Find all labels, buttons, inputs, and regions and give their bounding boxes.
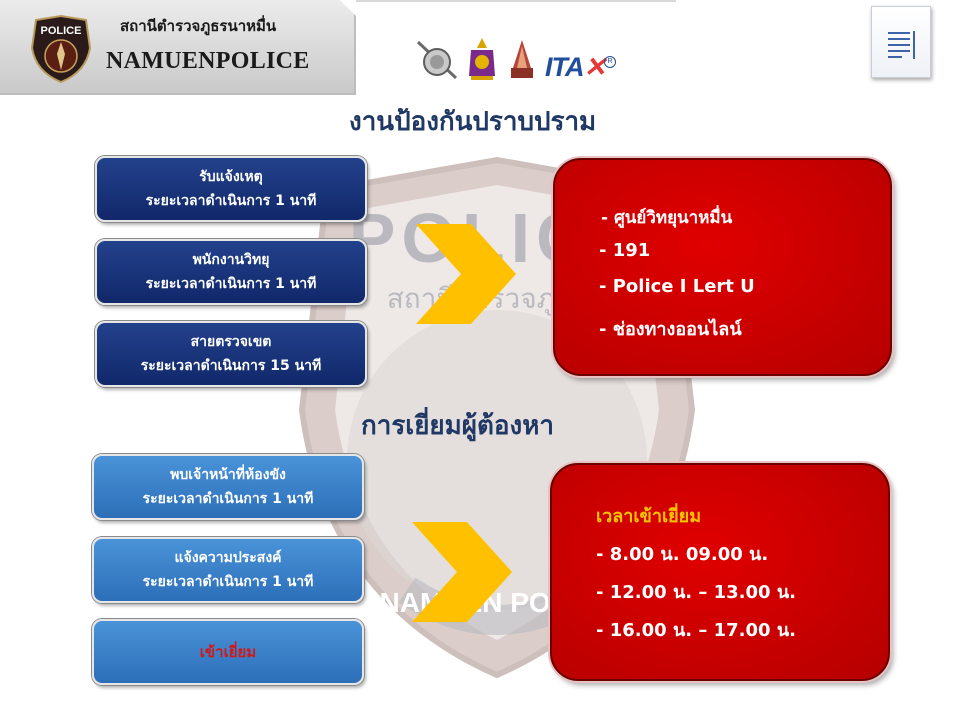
section1-title: งานป้องกันปราบปราม <box>349 107 597 137</box>
step-time: ระยะเวลาดำเนินการ 1 นาที <box>142 574 314 590</box>
section1-step-patrol[interactable]: สายตรวจเขต ระยะเวลาดำเนินการ 15 นาที <box>95 321 367 387</box>
section2-step-visit[interactable]: เข้าเยี่ยม <box>92 619 364 685</box>
temple-icon <box>511 40 533 78</box>
itax-logo: ITA✕ <box>545 52 606 82</box>
police-badge-icon: POLICE <box>30 14 92 84</box>
visit-times-title: เวลาเข้าเยี่ยม <box>596 506 702 527</box>
station-name-english: NAMUENPOLICE <box>106 48 310 74</box>
channel-item: - Police I Lert U <box>599 276 755 297</box>
step-title: รับแจ้งเหตุ <box>199 169 263 185</box>
step-time: ระยะเวลาดำเนินการ 15 นาที <box>140 358 322 374</box>
channel-item: - ช่องทางออนไลน์ <box>599 319 742 340</box>
visit-time-item: - 12.00 น. – 13.00 น. <box>596 582 796 603</box>
step-title: พนักงานวิทยุ <box>192 252 270 268</box>
step-time: ระยะเวลาดำเนินการ 1 นาที <box>142 491 314 507</box>
section1-step-radio[interactable]: พนักงานวิทยุ ระยะเวลาดำเนินการ 1 นาที <box>95 239 367 305</box>
step-title: สายตรวจเขต <box>190 334 272 350</box>
menu-button[interactable] <box>871 6 931 78</box>
badge-text: POLICE <box>41 25 82 37</box>
step-time: ระยะเวลาดำเนินการ 1 นาที <box>145 276 317 292</box>
visit-time-item: - 8.00 น. 09.00 น. <box>596 544 769 565</box>
visit-time-item: - 16.00 น. – 17.00 น. <box>596 620 796 641</box>
royal-crest-icon <box>469 38 495 80</box>
channel-item: - 191 <box>599 240 651 261</box>
step-title: เข้าเยี่ยม <box>199 643 257 661</box>
station-name-thai: สถานีตำรวจภูธรนาหมื่น <box>120 17 277 35</box>
itax-text: ITA <box>545 52 584 82</box>
menu-lines-icon <box>888 31 915 59</box>
step-title: แจ้งความประสงค์ <box>174 550 282 566</box>
chevron-right-icon <box>416 224 516 324</box>
chevron-right-icon <box>412 522 512 622</box>
section2-step-meet-officer[interactable]: พบเจ้าหน้าที่ห้องขัง ระยะเวลาดำเนินการ 1… <box>92 454 364 520</box>
section1-step-report[interactable]: รับแจ้งเหตุ ระยะเวลาดำเนินการ 1 นาที <box>95 156 367 222</box>
channel-item: - ศูนย์วิทยุนาหมื่น <box>601 208 733 228</box>
section2-title: การเยี่ยมผู้ต้องหา <box>361 411 554 441</box>
section2-visit-times-box: เวลาเข้าเยี่ยม - 8.00 น. 09.00 น. - 12.0… <box>550 463 890 681</box>
step-title: พบเจ้าหน้าที่ห้องขัง <box>170 467 286 483</box>
section1-channels-box: - ศูนย์วิทยุนาหมื่น - 191 - Police I Ler… <box>553 158 892 376</box>
emblem-icon <box>416 40 458 80</box>
section2-step-request[interactable]: แจ้งความประสงค์ ระยะเวลาดำเนินการ 1 นาที <box>92 537 364 603</box>
header-divider <box>356 0 676 2</box>
registered-mark: R <box>604 56 616 68</box>
step-time: ระยะเวลาดำเนินการ 1 นาที <box>145 193 317 209</box>
